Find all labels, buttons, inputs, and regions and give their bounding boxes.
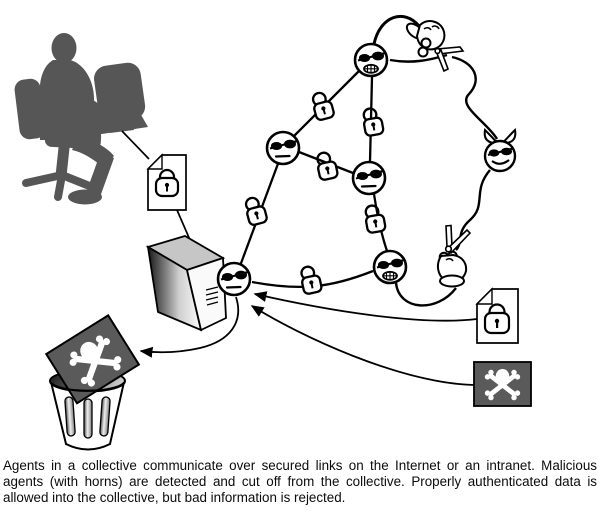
padlock-icon: [297, 263, 324, 296]
user-head: [51, 33, 77, 63]
secure-document-user: [146, 153, 187, 211]
agent-node-mid: [351, 160, 387, 196]
arrow-secure-doc-to-server: [253, 291, 478, 322]
security-diagram: [14, 14, 532, 451]
padlock-icon: [483, 303, 511, 335]
padlock-icon: [313, 149, 340, 182]
skull-card-trash: [44, 313, 141, 405]
caption-line: Agents in a collective communicate over …: [3, 458, 597, 473]
cut-link-to-devil: [451, 55, 499, 140]
chair-base: [22, 171, 101, 201]
devil-smirk: [491, 159, 510, 165]
caption-line: allowed into the collective, but bad inf…: [3, 490, 346, 506]
trash-rim-front: [49, 381, 126, 392]
scissors-hand-top: [405, 20, 465, 73]
cut-link-botright-stub: [394, 282, 457, 307]
keyboard-desk: [74, 106, 148, 137]
malicious-agent-icon: [483, 127, 517, 173]
caption-line: agents (with horns) are detected and cut…: [3, 474, 597, 490]
scissors-hand-bottom: [436, 224, 472, 288]
scissor-arm-top: [372, 14, 421, 45]
padlock-icon: [362, 202, 388, 235]
arrow-server-to-trash: [139, 296, 240, 358]
server: [145, 235, 227, 332]
data-flow-arrows: [139, 291, 478, 386]
server-vents: [205, 286, 219, 306]
agent-node-top: [353, 42, 389, 78]
devil-horn-right: [502, 127, 517, 145]
padlock-icon: [360, 105, 386, 138]
agent-node-left: [265, 130, 301, 166]
chair-back: [14, 78, 46, 140]
scissors-icon: [417, 37, 465, 73]
chair-pedestal: [55, 145, 70, 179]
bad-document-incoming: [473, 361, 532, 407]
user-doc-connectors: [121, 130, 191, 241]
padlock-icon: [154, 168, 180, 198]
agent-node-botright: [372, 249, 408, 285]
user-foot: [68, 189, 102, 205]
user-silhouette: [14, 33, 148, 205]
agent-node-server: [216, 261, 252, 297]
arrow-bad-doc-to-server: [250, 305, 475, 386]
devil-horn-left: [483, 127, 498, 145]
secure-document-incoming: [475, 287, 519, 344]
trash-can-icon: [44, 313, 141, 451]
figure-caption: Agents in a collective communicate over …: [0, 458, 600, 507]
